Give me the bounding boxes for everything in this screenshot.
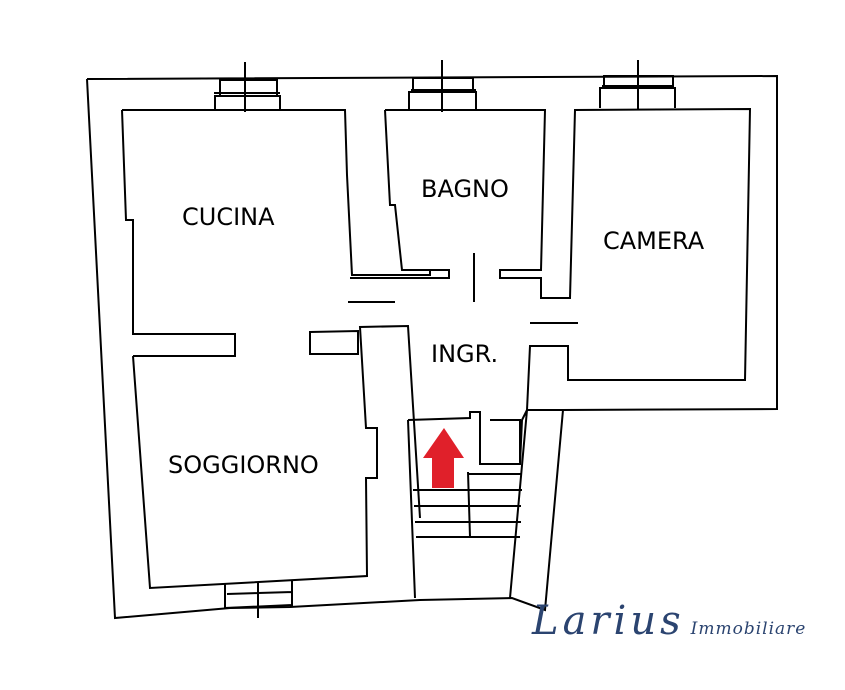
stair-steps (413, 419, 522, 538)
window-bagno (408, 60, 477, 112)
room-label-bagno: BAGNO (421, 175, 509, 203)
room-label-cucina: CUCINA (182, 203, 275, 231)
room-label-soggiorno: SOGGIORNO (168, 451, 319, 479)
window-camera (599, 60, 676, 110)
room-label-ingresso: INGR. (431, 340, 499, 368)
brand-subtitle: Immobiliare (690, 619, 807, 639)
outer-wall (86, 74, 778, 620)
arrow-up-icon (423, 428, 464, 488)
bagno-walls (350, 107, 752, 411)
room-label-camera: CAMERA (603, 227, 705, 255)
window-soggiorno (224, 581, 293, 618)
partition-mid (309, 329, 359, 355)
brand-name: Larius (532, 598, 685, 644)
cucina-walls (121, 109, 431, 335)
stair-walls (407, 409, 528, 599)
window-cucina (214, 62, 281, 112)
